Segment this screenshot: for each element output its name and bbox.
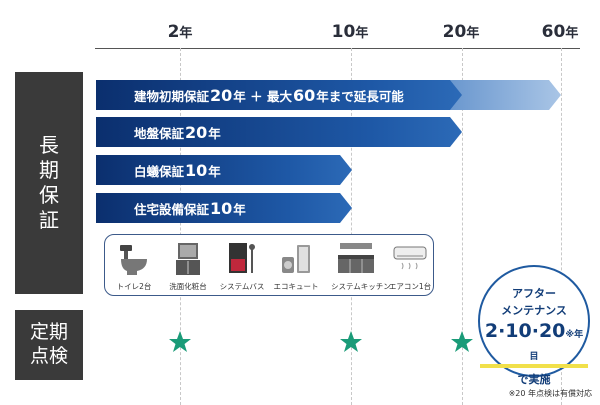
kitchen-icon <box>338 243 374 273</box>
year-10-label: 10年 <box>331 22 369 42</box>
aircon-icon <box>393 246 427 270</box>
timeline-axis <box>95 48 580 49</box>
gridline-60 <box>561 48 562 405</box>
gridline-20 <box>462 48 463 405</box>
appliance-water-heater: エコキュート <box>273 241 319 292</box>
appliance-kitchen: システムキッチン <box>331 241 391 292</box>
inspection-star-20-icon <box>451 331 473 352</box>
toilet-icon <box>120 245 147 275</box>
water-heater-icon <box>282 245 310 273</box>
year-60-label: 60年 <box>541 22 579 42</box>
bath-icon <box>229 243 255 273</box>
gridline-10 <box>351 48 352 405</box>
appliance-toilet: トイレ2台 <box>111 241 157 292</box>
year-20-label: 20年 <box>442 22 480 42</box>
year-2-label: 2年 <box>167 22 193 42</box>
long-term-warranty-label: 長 期 保 証 <box>15 72 83 294</box>
inspection-star-2-icon <box>169 331 191 352</box>
gridline-2 <box>180 48 181 405</box>
equipment-list-box: トイレ2台 洗面化粧台 システムバス エコキュート <box>104 234 434 296</box>
appliance-vanity: 洗面化粧台 <box>165 241 211 292</box>
vanity-icon <box>176 243 200 275</box>
appliance-aircon: エアコン1台 <box>387 241 433 292</box>
after-maintenance-badge: アフター メンテナンス 2·10·20※年目 で実施 <box>478 265 590 386</box>
periodic-inspection-label: 定期 点検 <box>15 310 83 380</box>
footnote: ※20 年点検は有償対応 <box>508 389 592 398</box>
appliance-bath: システムバス <box>219 241 265 292</box>
inspection-star-10-icon <box>340 331 362 352</box>
